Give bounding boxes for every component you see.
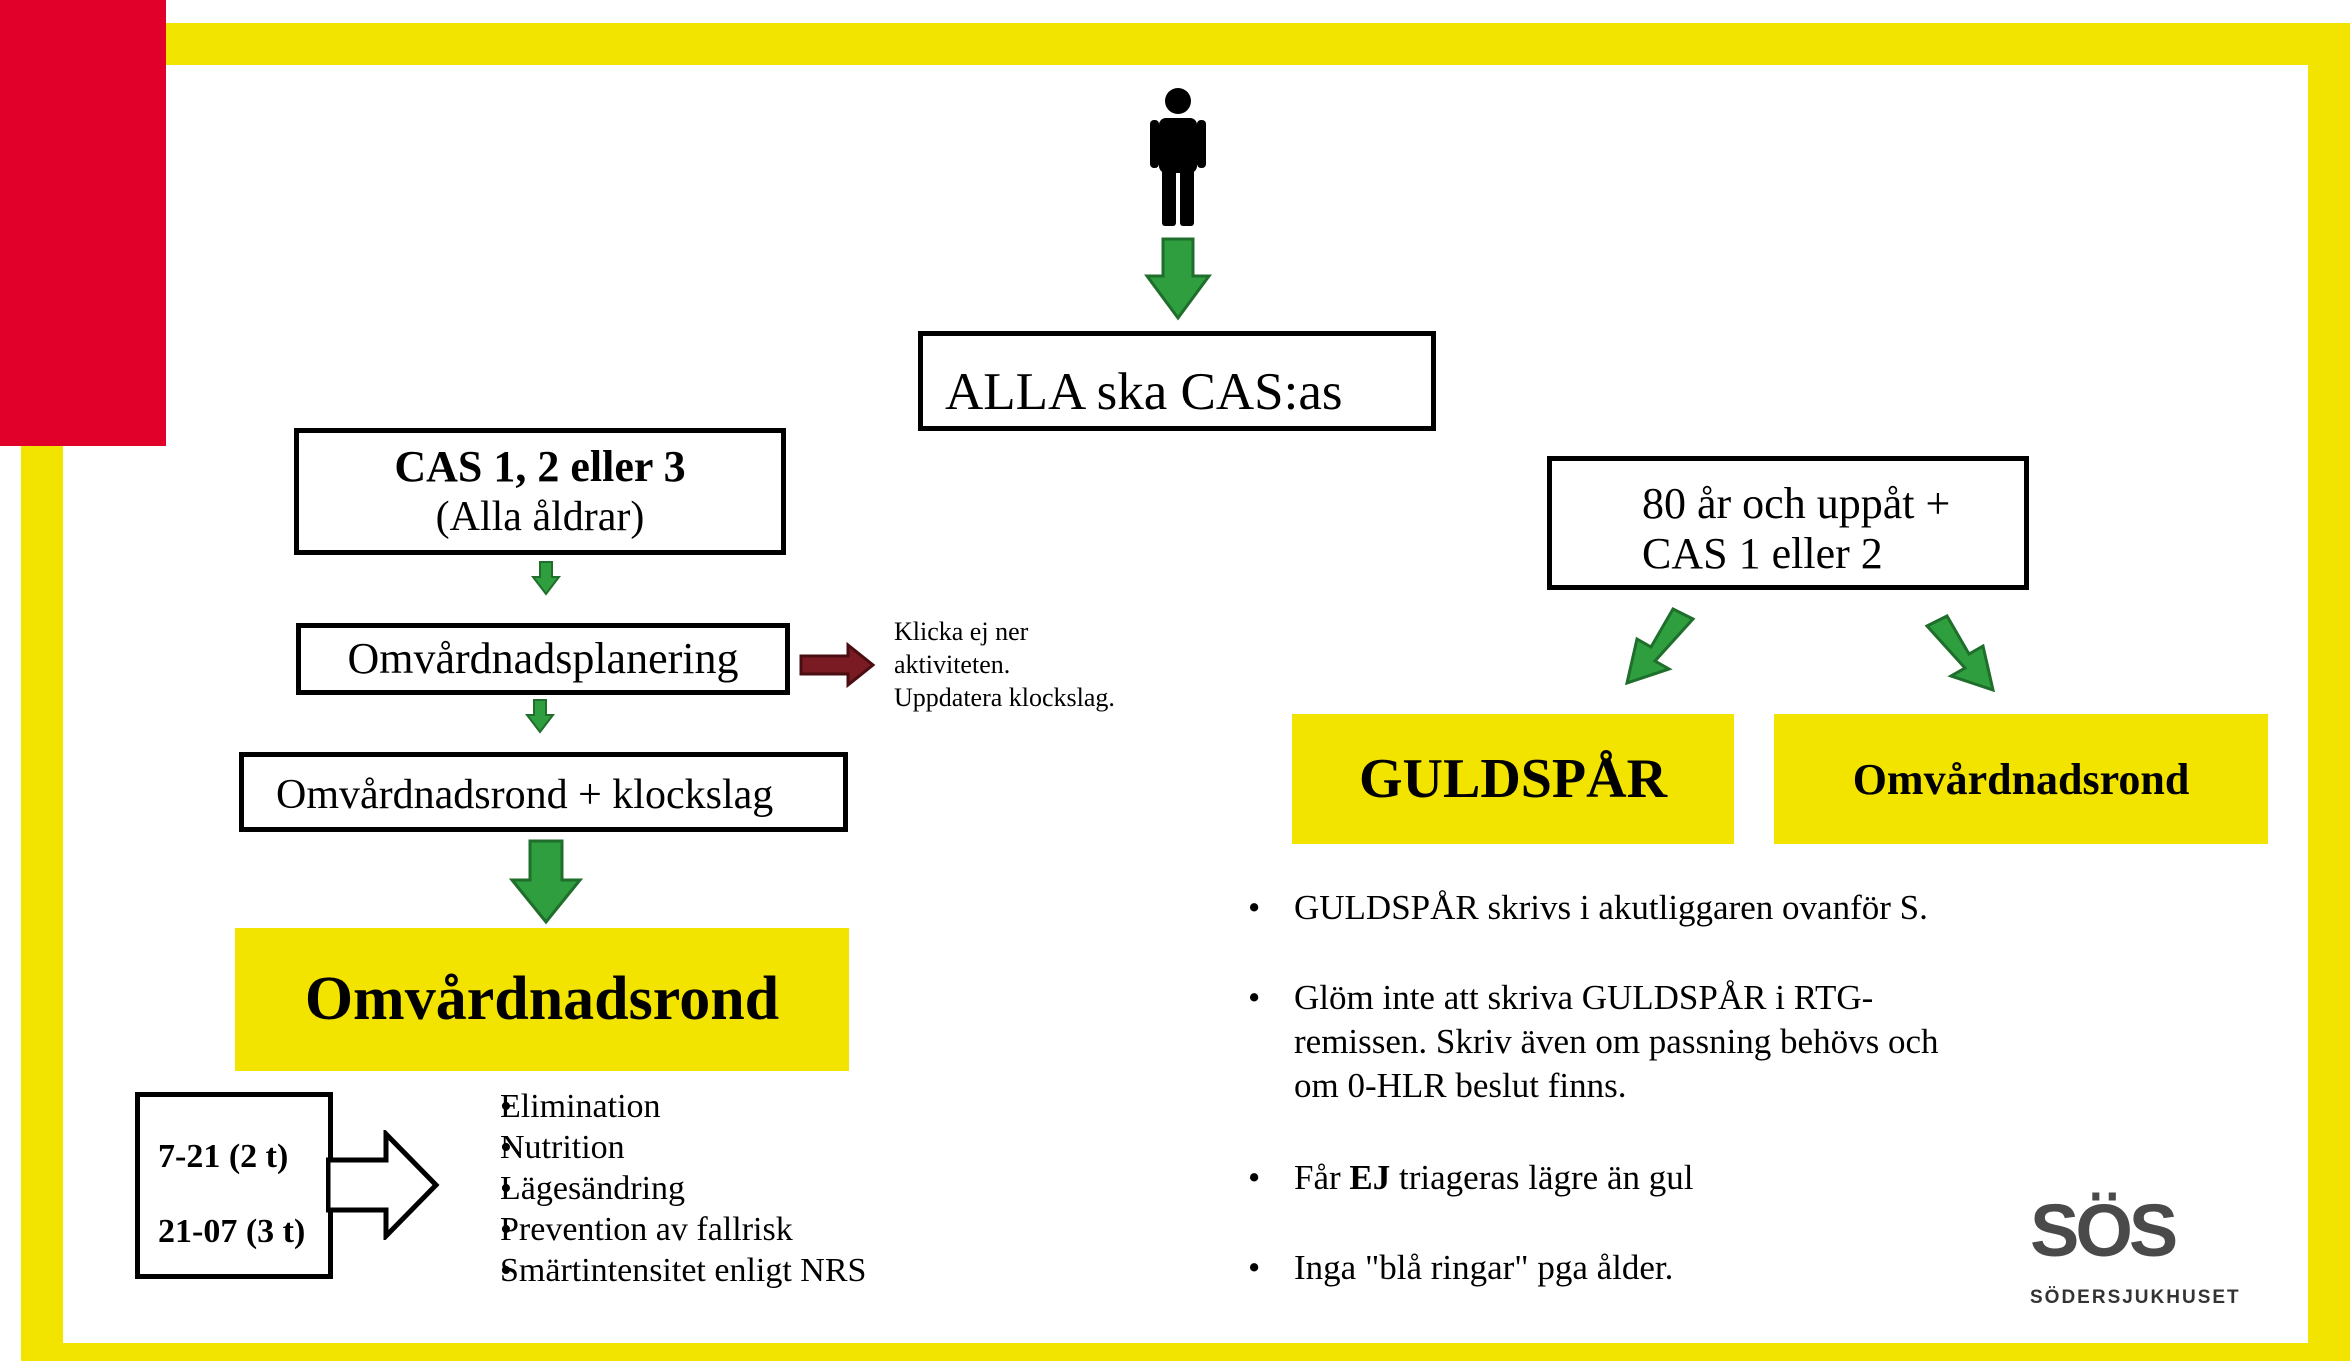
red-corner-block <box>0 0 166 446</box>
care-round-highlight-text: Omvårdnadsrond <box>304 965 780 1033</box>
care-round-right-box: Omvårdnadsrond <box>1774 714 2268 844</box>
list-item: Inga "blå ringar" pga ålder. <box>1294 1248 1674 1287</box>
list-item: Lägesändring <box>458 1168 866 1209</box>
list-item: Får EJ triageras lägre än gul <box>1294 1158 1694 1197</box>
interval-box: 7-21 (2 t) 21-07 (3 t) <box>135 1092 333 1279</box>
green-arrow-diagonal-left-icon <box>1625 607 1696 685</box>
sos-logo: SÖS SÖDERSJUKHUSET <box>2030 1189 2239 1315</box>
sos-logo-mark: SÖS <box>2030 1189 2178 1272</box>
cas-all-ages-box: CAS 1, 2 eller 3 (Alla åldrar) <box>294 428 786 555</box>
list-item: Glöm inte att skriva GULDSPÅR i RTG- <box>1294 978 1874 1017</box>
sos-logo-name: SÖDERSJUKHUSET <box>2030 1287 2241 1308</box>
list-item: remissen. Skriv även om passning behövs … <box>1294 1022 1939 1061</box>
care-round-time-box: Omvårdnadsrond + klockslag <box>239 752 848 832</box>
green-arrow-diagonal-right-icon <box>1924 614 1995 692</box>
age-80-box: 80 år och uppåt + CAS 1 eller 2 <box>1547 456 2029 590</box>
cas-all-ages-subtitle: (Alla åldrar) <box>435 493 645 540</box>
care-round-time-text: Omvårdnadsrond + klockslag <box>276 772 774 818</box>
person-icon <box>1150 88 1206 226</box>
red-arrow-right-icon <box>799 642 876 688</box>
care-planning-box: Omvårdnadsplanering <box>296 623 790 695</box>
list-item: Elimination <box>458 1086 866 1127</box>
care-round-right-text: Omvårdnadsrond <box>1852 754 2190 804</box>
interval-day: 7-21 (2 t) <box>158 1138 289 1175</box>
bullet-dot: • <box>1248 888 1261 927</box>
care-round-highlight: Omvårdnadsrond <box>235 928 849 1071</box>
list-item: Nutrition <box>458 1127 866 1168</box>
list-item: om 0-HLR beslut finns. <box>1294 1066 1627 1105</box>
guldspar-text: GULDSPÅR <box>1358 748 1668 810</box>
guldspar-box: GULDSPÅR <box>1292 714 1734 844</box>
bullet-dot: • <box>1248 1158 1261 1197</box>
age-80-line1: 80 år och uppåt + <box>1642 479 1951 528</box>
green-arrow-down-icon <box>531 561 561 596</box>
care-planning-text: Omvårdnadsplanering <box>347 634 739 683</box>
interval-night: 21-07 (3 t) <box>158 1213 306 1250</box>
all-cas-box: ALLA ska CAS:as <box>918 331 1436 431</box>
block-arrow-right-icon <box>326 1130 440 1240</box>
planning-note: Klicka ej ner aktiviteten. Uppdatera klo… <box>894 615 1115 714</box>
green-arrow-down-icon <box>508 839 584 925</box>
list-item: Prevention av fallrisk <box>458 1209 866 1250</box>
bullet-dot: • <box>1248 1248 1261 1287</box>
care-round-bullets: Elimination Nutrition Lägesändring Preve… <box>458 1086 866 1291</box>
list-item: GULDSPÅR skrivs i akutliggaren ovanför S… <box>1294 888 1928 927</box>
cas-all-ages-title: CAS 1, 2 eller 3 <box>394 441 686 491</box>
planning-note-line: Uppdatera klockslag. <box>894 683 1115 712</box>
list-item: Smärtintensitet enligt NRS <box>458 1250 866 1291</box>
all-cas-text: ALLA ska CAS:as <box>945 363 1343 421</box>
bullet-dot: • <box>1248 978 1261 1017</box>
age-80-line2: CAS 1 eller 2 <box>1642 529 1883 578</box>
green-arrow-down-icon <box>1144 237 1212 321</box>
green-arrow-down-icon <box>525 699 555 734</box>
planning-note-line: Klicka ej ner <box>894 617 1029 646</box>
planning-note-line: aktiviteten. <box>894 650 1011 679</box>
